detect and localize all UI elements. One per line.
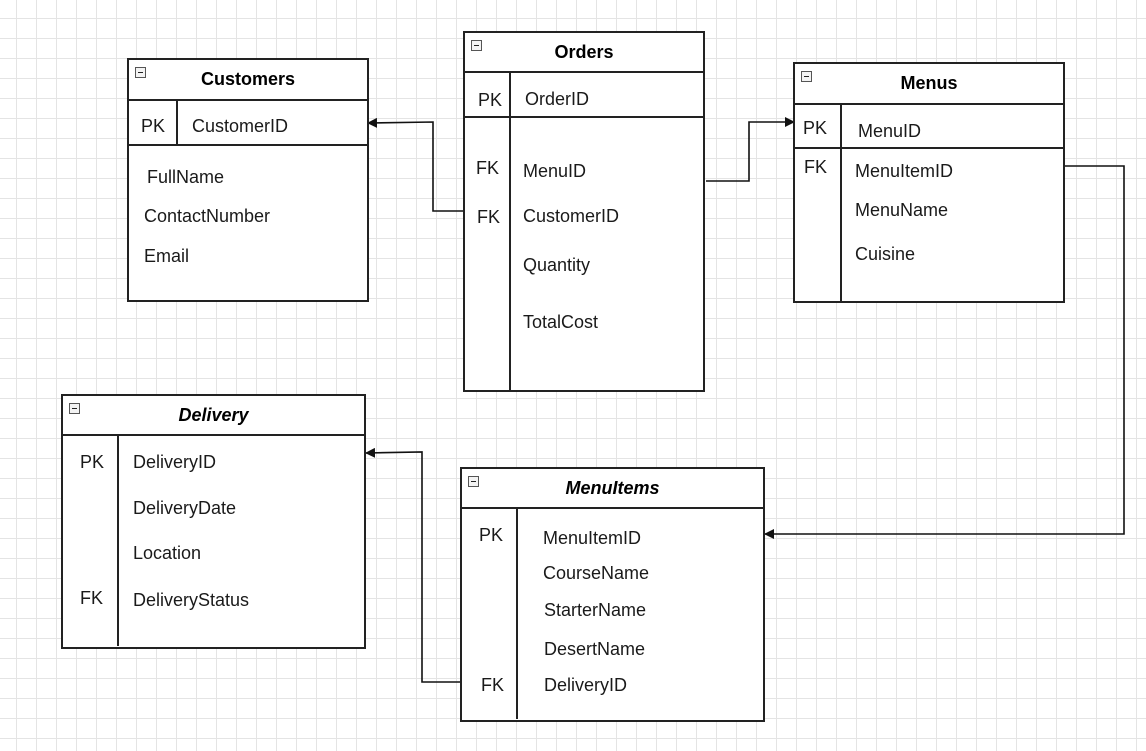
customers-field: FullName [147, 167, 225, 187]
customers-pk-key: PK [141, 116, 166, 136]
menuitems-row-field: DeliveryID [544, 675, 628, 695]
connector-menuitems-delivery-to-delivery[interactable] [365, 447, 461, 683]
delivery-row-key: FK [80, 588, 104, 608]
delivery-title: Delivery [178, 404, 249, 425]
collapse-icon[interactable] [801, 71, 812, 82]
menus-title: Menus [900, 73, 958, 93]
connector-orders-menu-to-menus[interactable] [706, 117, 795, 182]
menus-row-field: MenuName [855, 200, 949, 220]
menus-header[interactable]: Menus [795, 64, 1063, 105]
orders-row-field: TotalCost [523, 312, 599, 332]
key-column-divider [176, 99, 178, 144]
menuitems-row-field: DesertName [544, 639, 646, 659]
orders-pk-field: OrderID [525, 89, 590, 109]
delivery-row-key: PK [80, 452, 105, 472]
customers-header[interactable]: Customers [129, 60, 367, 101]
menuitems-row-key: FK [481, 675, 505, 695]
collapse-icon[interactable] [471, 40, 482, 51]
customers-title: Customers [200, 69, 296, 89]
menuitems-header[interactable]: MenuItems [462, 469, 763, 509]
key-column-divider [840, 105, 842, 301]
orders-row-field: Quantity [523, 255, 591, 275]
delivery-header[interactable]: Delivery [63, 396, 364, 436]
orders-header[interactable]: Orders [465, 33, 703, 73]
menus-row-key: FK [804, 157, 828, 177]
menus-pk-field: MenuID [858, 121, 922, 141]
menus-row-field: Cuisine [855, 244, 916, 264]
customers-table[interactable]: Customers PK CustomerID FullName Contact… [127, 58, 369, 302]
connector-orders-customer-to-customers[interactable] [367, 117, 463, 212]
orders-row-key: FK [476, 158, 500, 178]
delivery-row-field: DeliveryDate [133, 498, 237, 518]
orders-title: Orders [554, 41, 614, 62]
key-column-divider [117, 436, 119, 646]
collapse-icon[interactable] [135, 67, 146, 78]
orders-pk-key: PK [478, 90, 503, 110]
menus-pk-key: PK [803, 118, 828, 138]
menuitems-row-key: PK [479, 525, 504, 545]
menus-row-field: MenuItemID [855, 161, 954, 181]
connector-menus-menuitem-to-menuitems[interactable] [764, 165, 1125, 539]
key-column-divider [516, 509, 518, 719]
menuitems-table[interactable]: MenuItems PK MenuItemID CourseName Start… [460, 467, 765, 722]
orders-row-field: MenuID [523, 161, 587, 181]
menuitems-row-field: MenuItemID [543, 528, 642, 548]
menuitems-title: MenuItems [565, 477, 660, 498]
menuitems-row-field: CourseName [543, 563, 650, 583]
delivery-row-field: Location [133, 543, 202, 563]
pk-section-divider [795, 147, 1063, 149]
orders-table[interactable]: Orders PK OrderID FK MenuID FK CustomerI… [463, 31, 705, 392]
customers-field: ContactNumber [144, 206, 271, 226]
pk-section-divider [465, 116, 703, 118]
collapse-icon[interactable] [69, 403, 80, 414]
customers-field: Email [144, 246, 190, 266]
menus-table[interactable]: Menus PK MenuID FK MenuItemID MenuName C… [793, 62, 1065, 303]
menuitems-row-field: StarterName [544, 600, 647, 620]
orders-row-field: CustomerID [523, 206, 620, 226]
delivery-row-field: DeliveryStatus [133, 590, 250, 610]
pk-section-divider [129, 144, 367, 146]
collapse-icon[interactable] [468, 476, 479, 487]
orders-row-key: FK [477, 207, 501, 227]
delivery-table[interactable]: Delivery PK DeliveryID DeliveryDate Loca… [61, 394, 366, 649]
customers-pk-field: CustomerID [192, 116, 289, 136]
delivery-row-field: DeliveryID [133, 452, 217, 472]
key-column-divider [509, 73, 511, 390]
